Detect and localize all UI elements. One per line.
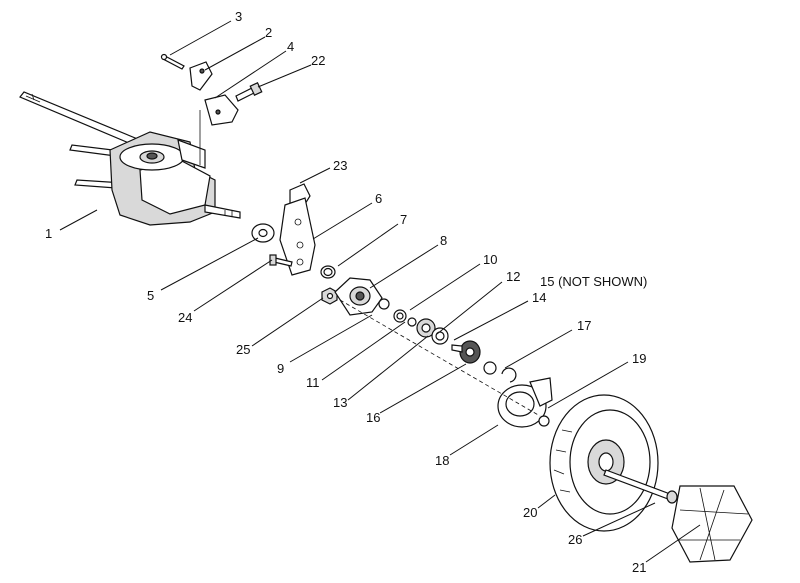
callout-21: 21: [632, 560, 646, 575]
pinion-gear-part: [451, 340, 481, 364]
callout-24: 24: [178, 310, 192, 325]
small-washer-part: [407, 317, 417, 327]
callout-6: 6: [375, 191, 382, 206]
callout-16: 16: [366, 410, 380, 425]
wheel-washer-part: [538, 415, 550, 427]
callout-12: 12: [506, 269, 520, 284]
callout-7: 7: [400, 212, 407, 227]
callout-19: 19: [632, 351, 646, 366]
callout-10: 10: [483, 252, 497, 267]
callout-2: 2: [265, 25, 272, 40]
callout-13: 13: [333, 395, 347, 410]
washer-part: [251, 223, 275, 243]
spacer-part: [378, 298, 390, 310]
pawl-part: [189, 61, 213, 91]
nut-part: [321, 287, 338, 305]
adjust-plate-part: [279, 197, 316, 276]
callout-17: 17: [577, 318, 591, 333]
thrust-washer-part: [431, 327, 449, 345]
callout-22: 22: [311, 53, 325, 68]
bearing-bracket-part: [334, 277, 383, 316]
callout-8: 8: [440, 233, 447, 248]
callout-23: 23: [333, 158, 347, 173]
leader-lines: [59, 20, 701, 563]
hub-cap-part: [671, 485, 753, 563]
bolt-part: [235, 81, 263, 102]
callout-25: 25: [236, 342, 250, 357]
callout-20: 20: [523, 505, 537, 520]
callout-3: 3: [235, 9, 242, 24]
spring-washer-part: [483, 361, 497, 375]
screw-part: [269, 254, 293, 267]
callout-18: 18: [435, 453, 449, 468]
callout-15: 15 (NOT SHOWN): [540, 274, 647, 289]
callout-labels: 3 2 4 22 1 23 6 7 8 10 12 15 (NOT SHOWN)…: [45, 9, 647, 575]
callout-11: 11: [306, 375, 320, 390]
callout-5: 5: [147, 288, 154, 303]
bracket-part: [204, 94, 239, 126]
retaining-ring-part: [501, 367, 517, 383]
wheel-part: [549, 394, 659, 532]
snap-ring-part: [393, 309, 407, 323]
callout-14: 14: [532, 290, 546, 305]
transmission-assembly: [19, 91, 241, 226]
callout-9: 9: [277, 361, 284, 376]
callout-1: 1: [45, 226, 52, 241]
o-ring-part: [320, 265, 336, 279]
pin-part: [160, 53, 185, 70]
callout-4: 4: [287, 39, 294, 54]
axle-bolt-part: [603, 469, 678, 504]
callout-26: 26: [568, 532, 582, 547]
